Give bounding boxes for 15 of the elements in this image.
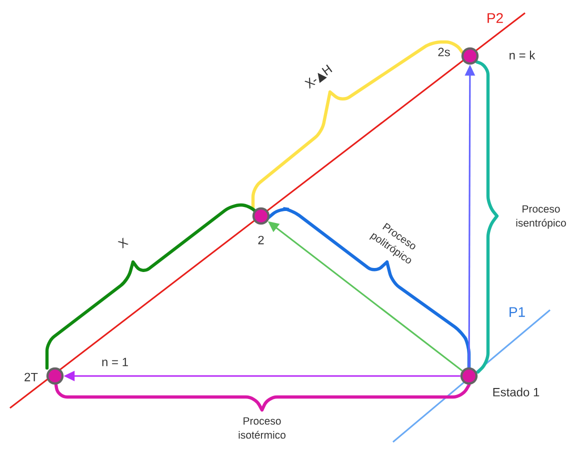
text-label: Proceso isentrópico — [516, 205, 566, 229]
point-label: 2T — [24, 372, 38, 382]
state-point — [461, 47, 479, 65]
text-label: P1 — [510, 307, 525, 317]
edge-label: n = 1 — [102, 358, 128, 366]
state-point — [460, 367, 478, 385]
point-label: 2 — [258, 236, 264, 244]
state-point — [46, 367, 64, 385]
point-label: 2s — [438, 48, 450, 56]
process-label: n = k — [510, 50, 536, 60]
text-label: P2 — [488, 13, 503, 23]
text-label: Proceso isotérmico — [238, 417, 286, 439]
text-label: X — [118, 238, 128, 249]
state-point — [252, 207, 270, 225]
point-label: Estado 1 — [493, 388, 540, 396]
